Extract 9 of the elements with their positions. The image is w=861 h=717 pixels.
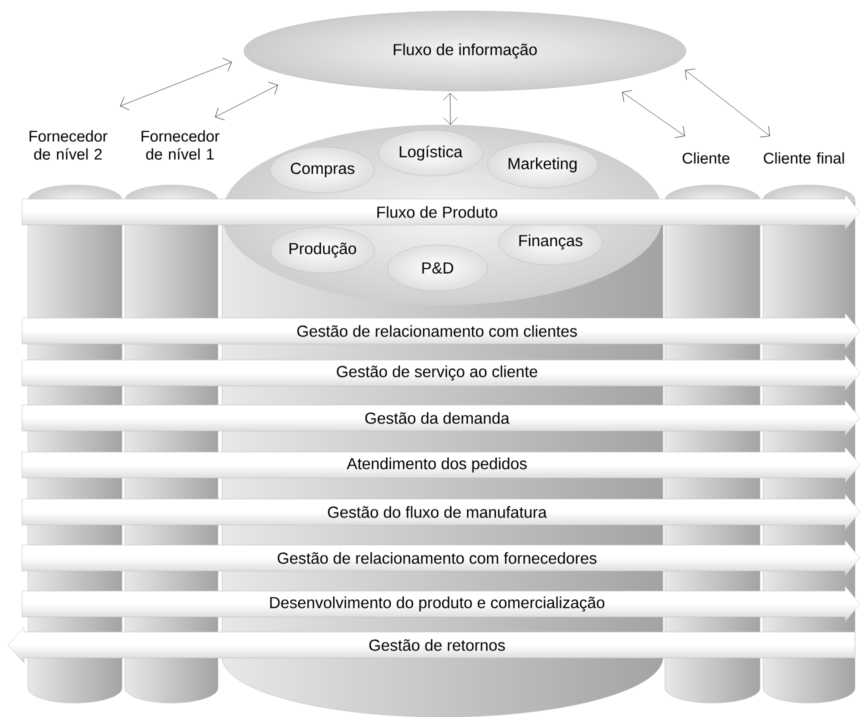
column-label: Fornecedor de nível 1 bbox=[142, 130, 220, 160]
double-arrow bbox=[120, 58, 232, 110]
column-label: Fornecedor de nível 2 bbox=[30, 130, 108, 160]
column-label: Cliente final bbox=[764, 152, 844, 164]
double-arrow bbox=[622, 90, 685, 138]
double-arrow bbox=[685, 68, 770, 138]
double-arrow bbox=[215, 82, 278, 120]
column-label: Cliente bbox=[682, 152, 730, 164]
double-arrow bbox=[442, 93, 458, 125]
